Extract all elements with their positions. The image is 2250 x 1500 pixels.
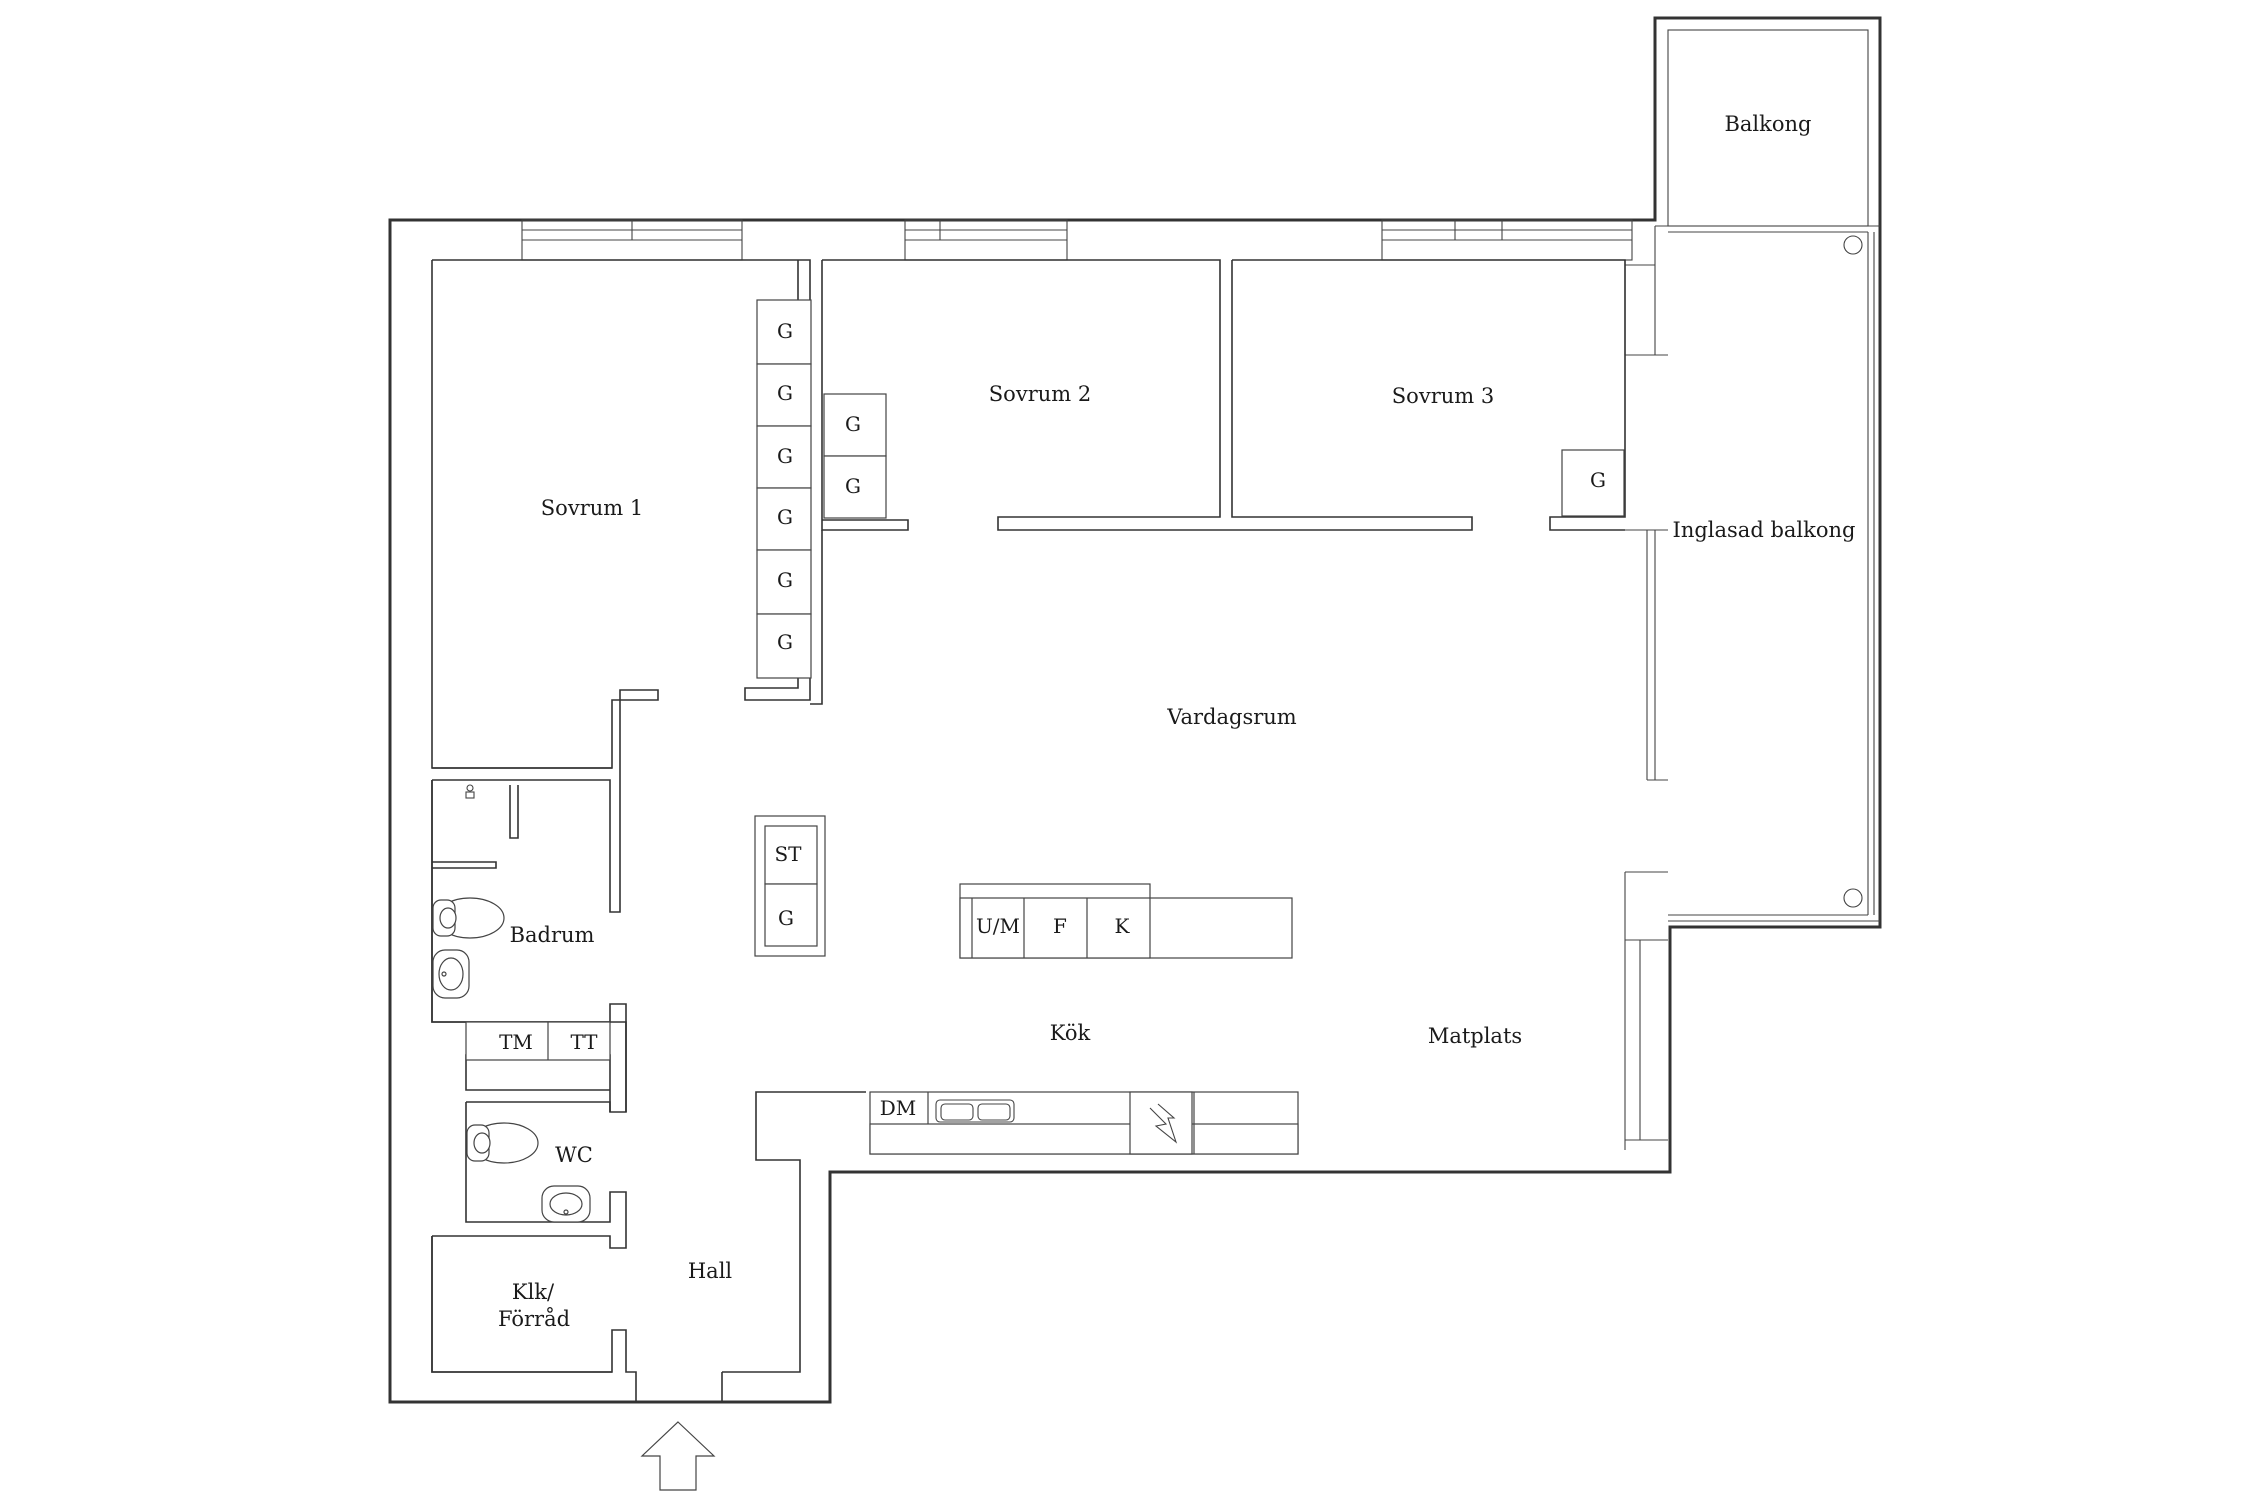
kitchen-appliance-row: [959, 883, 1293, 959]
room-label-badrum: Badrum: [510, 923, 595, 947]
entrance-arrow-icon: [640, 1421, 716, 1491]
room-label-klk: Klk/: [512, 1280, 555, 1304]
dishwasher-label: DM: [880, 1096, 917, 1120]
room-label-sovrum3: Sovrum 3: [1392, 384, 1494, 408]
room-label-sovrum2: Sovrum 2: [989, 382, 1091, 406]
sink-icon: [541, 1185, 591, 1223]
interior-wall-line: [431, 260, 627, 1373]
washing-machine-label: TM: [499, 1030, 533, 1054]
window-sovrum3: [1381, 219, 1633, 261]
fridge-label: K: [1115, 914, 1131, 938]
room-label-forrad: Förråd: [498, 1307, 570, 1331]
wardrobe-label: G: [777, 319, 793, 343]
freezer-fridge-combo-label: U/M: [976, 914, 1020, 938]
laundry-machines: [465, 1021, 611, 1061]
wardrobe-label: G: [777, 568, 793, 592]
storage-cabinet-label: ST: [774, 842, 802, 866]
wardrobe-label: G: [778, 906, 794, 930]
freezer-label: F: [1053, 914, 1067, 938]
storage-cabinet-unit: [754, 815, 826, 957]
wardrobe-pair-sovrum2: [823, 393, 887, 519]
shower-icon: [465, 784, 475, 799]
room-label-balkong: Balkong: [1724, 112, 1811, 136]
wardrobe-column-sovrum1: [756, 299, 812, 679]
tumble-dryer-label: TT: [570, 1030, 598, 1054]
room-label-hall: Hall: [688, 1259, 733, 1283]
kitchen-counter: [869, 1091, 1299, 1155]
wardrobe-label: G: [777, 444, 793, 468]
sink-icon: [432, 949, 470, 999]
east-wall-openings: [1624, 226, 1668, 1150]
room-label-matplats: Matplats: [1428, 1024, 1522, 1048]
room-label-sovrum1: Sovrum 1: [541, 496, 643, 520]
inglasad-balkong-glazing: [1668, 231, 1880, 922]
room-label-wc: WC: [555, 1143, 593, 1167]
wardrobe-label: G: [845, 412, 861, 436]
room-label-kok: Kök: [1050, 1021, 1091, 1045]
stove-icon: [1129, 1091, 1193, 1155]
wardrobe-label: G: [1590, 468, 1606, 492]
window-sovrum1: [521, 219, 743, 261]
interior-walls: [432, 259, 1626, 913]
room-label-vardagsrum: Vardagsrum: [1166, 705, 1297, 729]
room-label-inglasad-balkong: Inglasad balkong: [1673, 518, 1856, 542]
wardrobe-label: G: [845, 474, 861, 498]
wardrobe-label: G: [777, 630, 793, 654]
wardrobe-sovrum3: [1561, 449, 1625, 517]
wardrobe-label: G: [777, 381, 793, 405]
wardrobe-label: G: [777, 505, 793, 529]
exterior-wall: [388, 16, 1882, 1404]
window-sovrum2: [904, 219, 1068, 261]
toilet-icon: [466, 1122, 539, 1164]
toilet-icon: [432, 897, 505, 939]
kitchen-sink-icon: [935, 1099, 1015, 1123]
